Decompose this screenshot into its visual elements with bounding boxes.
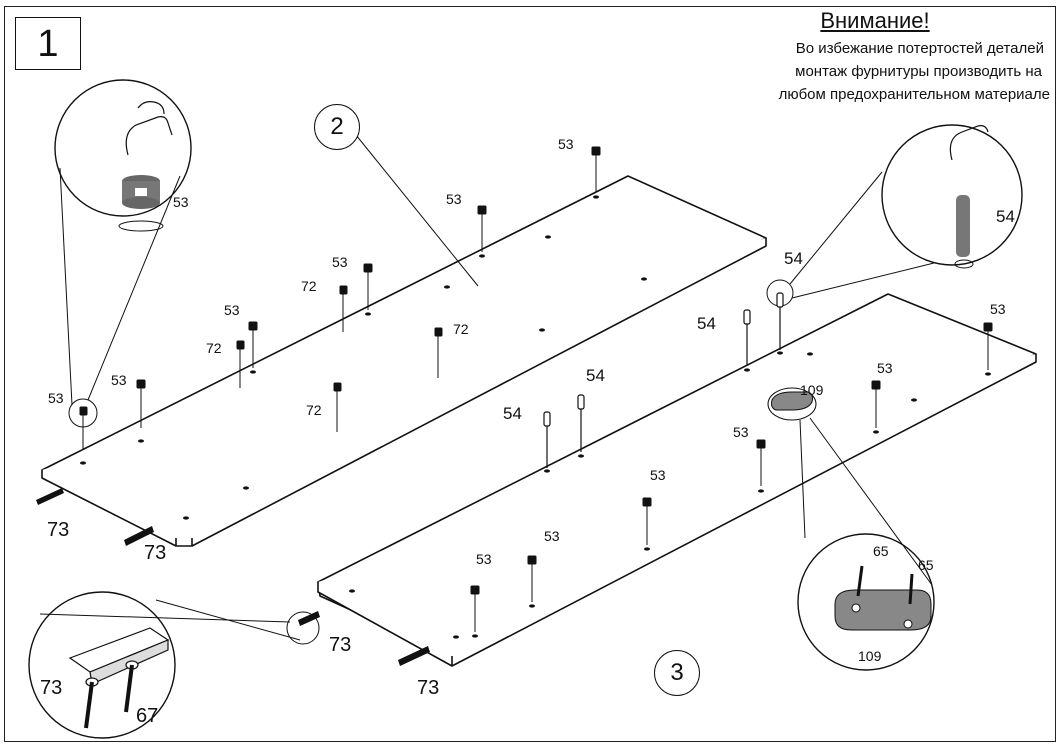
- cam-53-e: [477, 205, 487, 252]
- bracket-73-a: [36, 488, 64, 505]
- support-72-a: [236, 340, 245, 388]
- label-54: 54: [503, 404, 522, 423]
- detail-54-illustration: [949, 125, 989, 269]
- label-72: 72: [453, 321, 469, 337]
- support-72-b: [339, 285, 348, 332]
- dowel-54-b: [577, 394, 585, 452]
- label-53-detail: 53: [173, 194, 189, 210]
- label-65: 65: [918, 557, 934, 573]
- cam-53-l: [983, 322, 993, 370]
- label-53: 53: [446, 191, 462, 207]
- bracket-73-d: [398, 646, 430, 666]
- bracket-73-b: [124, 526, 154, 546]
- label-53: 53: [733, 424, 749, 440]
- warning-line-2: монтаж фурнитуры производить на: [795, 63, 1042, 80]
- label-53: 53: [476, 551, 492, 567]
- label-73: 73: [47, 519, 70, 541]
- label-73: 73: [417, 677, 440, 699]
- label-54: 54: [784, 249, 803, 268]
- label-54: 54: [586, 366, 605, 385]
- support-72-c: [333, 382, 342, 432]
- label-53: 53: [224, 302, 240, 318]
- warning-line-3: любом предохранительном материале: [778, 86, 1050, 103]
- label-72: 72: [301, 278, 317, 294]
- dowel-54-c: [743, 309, 751, 366]
- label-54-detail: 54: [996, 207, 1015, 226]
- warning-title: Внимание!: [820, 8, 930, 33]
- detail-73-illustration: [68, 627, 170, 729]
- label-53: 53: [332, 254, 348, 270]
- label-109-detail: 109: [858, 648, 882, 664]
- cam-53-g: [470, 585, 480, 632]
- bracket-73-c: [298, 611, 320, 626]
- cam-53-d: [363, 263, 373, 310]
- label-73: 73: [144, 542, 167, 564]
- label-53: 53: [544, 528, 560, 544]
- dowel-54-d: [776, 292, 784, 350]
- cam-53-k: [871, 380, 881, 428]
- drawing-frame: [4, 6, 1056, 742]
- cam-53-b: [136, 379, 146, 428]
- label-53: 53: [877, 360, 893, 376]
- cam-53-c: [248, 321, 258, 368]
- label-67-detail: 67: [136, 705, 159, 727]
- label-72: 72: [306, 402, 322, 418]
- label-73: 73: [329, 634, 352, 656]
- warning-line-1: Во избежание потертостей деталей: [795, 40, 1044, 57]
- detail-53-illustration: [118, 101, 173, 232]
- step-number-box: 1: [15, 17, 81, 70]
- cam-53-f: [591, 146, 601, 192]
- cam-53-h: [527, 555, 537, 602]
- label-53: 53: [650, 467, 666, 483]
- label-53: 53: [558, 136, 574, 152]
- label-72: 72: [206, 340, 222, 356]
- label-109: 109: [800, 382, 824, 398]
- detail-circle-54: [881, 124, 1023, 266]
- label-53: 53: [48, 390, 64, 406]
- label-73-detail: 73: [40, 677, 63, 699]
- cam-53-j: [756, 439, 766, 486]
- support-72-d: [434, 327, 443, 378]
- label-65: 65: [873, 543, 889, 559]
- panel-number-3: 3: [654, 650, 700, 696]
- cam-53-a: [79, 406, 88, 450]
- cam-53-i: [642, 497, 652, 545]
- detail-109-illustration: [771, 391, 932, 631]
- label-53: 53: [111, 372, 127, 388]
- label-53: 53: [990, 301, 1006, 317]
- panel-number-2: 2: [314, 104, 360, 150]
- label-54: 54: [697, 314, 716, 333]
- dowel-54-a: [543, 411, 551, 468]
